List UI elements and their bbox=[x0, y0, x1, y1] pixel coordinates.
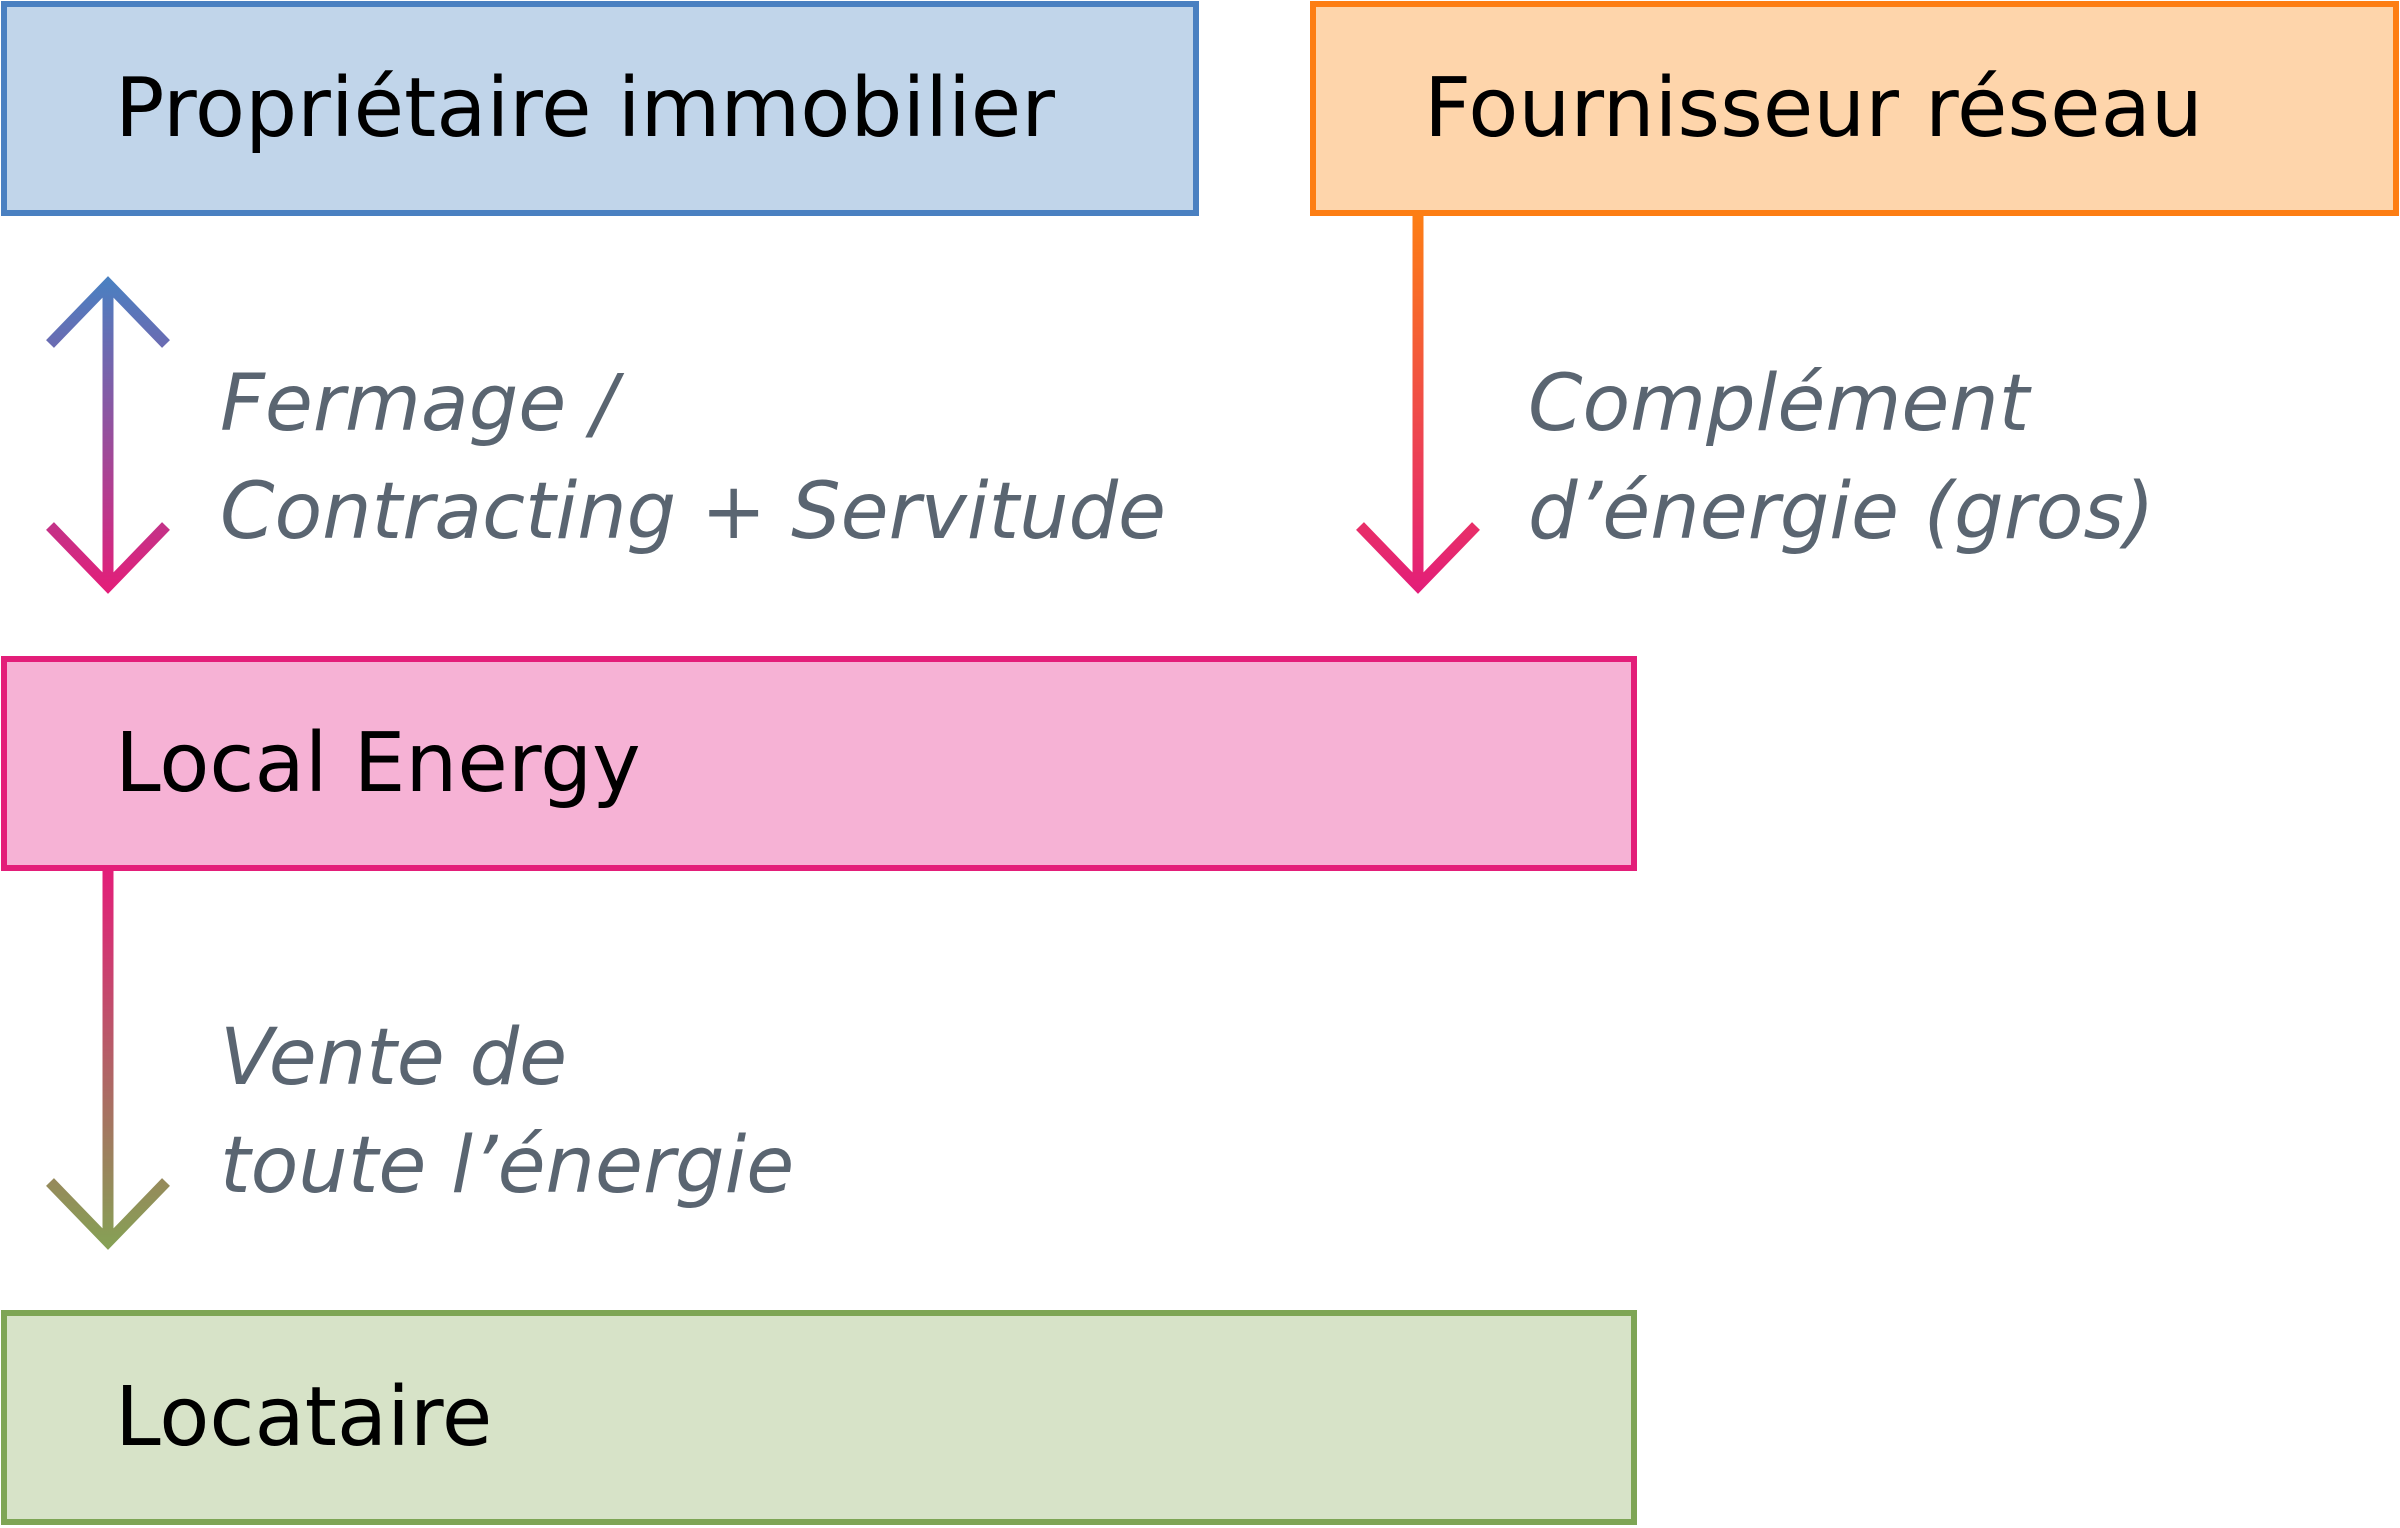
supplier-box: Fournisseur réseau bbox=[1310, 1, 2399, 216]
supplier-label: Fournisseur réseau bbox=[1424, 60, 2203, 156]
owner-local-double-arrow bbox=[46, 276, 170, 594]
supplier-local-label-line1: Complément bbox=[1528, 359, 2030, 449]
supplier-local-arrow-label: Complément d’énergie (gros) bbox=[1528, 350, 2155, 566]
local-tenant-arrow-label: Vente de toute l’énergie bbox=[220, 1004, 794, 1220]
owner-box: Propriétaire immobilier bbox=[1, 1, 1199, 216]
owner-label: Propriétaire immobilier bbox=[115, 60, 1055, 156]
supplier-local-label-line2: d’énergie (gros) bbox=[1528, 467, 2155, 557]
tenant-label: Locataire bbox=[115, 1369, 493, 1465]
local-energy-label: Local Energy bbox=[115, 715, 641, 811]
tenant-box: Locataire bbox=[1, 1310, 1637, 1525]
local-tenant-arrow bbox=[46, 871, 170, 1250]
owner-local-label-line2: Contracting + Servitude bbox=[220, 467, 1167, 557]
owner-local-arrow-label: Fermage / Contracting + Servitude bbox=[220, 350, 1166, 566]
local-energy-box: Local Energy bbox=[1, 656, 1637, 871]
owner-local-label-line1: Fermage / bbox=[220, 359, 618, 449]
local-tenant-label-line2: toute l’énergie bbox=[220, 1121, 795, 1211]
local-tenant-label-line1: Vente de bbox=[220, 1013, 568, 1103]
supplier-local-arrow bbox=[1356, 216, 1480, 594]
